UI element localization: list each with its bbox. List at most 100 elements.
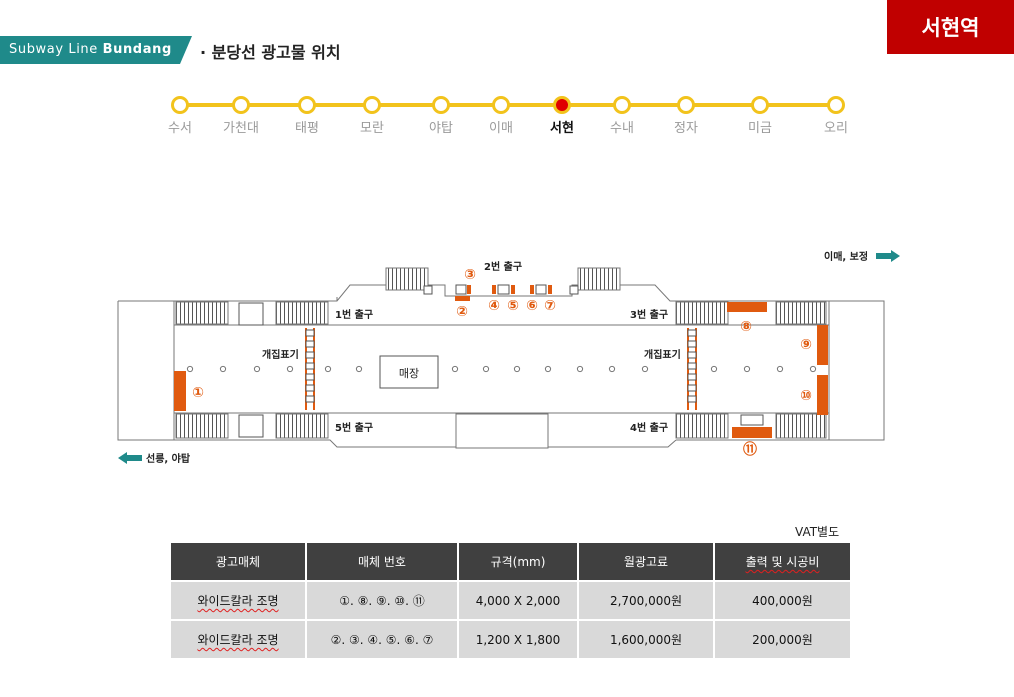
- station-jeongja[interactable]: 정자: [646, 96, 726, 136]
- ad-panel-8[interactable]: [727, 302, 767, 312]
- ad-number-2: ②: [456, 304, 468, 320]
- cell-production-fee: 200,000원: [715, 621, 850, 658]
- direction-right-label: 이매, 보정: [824, 250, 868, 263]
- cell-media: 와이드칼라 조명: [171, 621, 305, 658]
- exit2-kiosk: [455, 284, 467, 295]
- cell-production-fee: 400,000원: [715, 582, 850, 619]
- station-sunae[interactable]: 수내: [582, 96, 662, 136]
- gate-left-label: 개집표기: [262, 348, 299, 361]
- ad-panels: [174, 285, 828, 438]
- station-ori[interactable]: 오리: [796, 96, 876, 136]
- station-label: 야탑: [429, 121, 453, 136]
- line-name: Subway Line Bundang: [9, 42, 172, 57]
- table-header-row: 광고매체 매체 번호 규격(mm) 월광고료 출력 및 시공비: [171, 543, 850, 580]
- station-taepyeong[interactable]: 태평: [267, 96, 347, 136]
- exit4-label: 4번 출구: [630, 421, 668, 434]
- ad-number-1: ①: [192, 385, 204, 401]
- ad-panel-3[interactable]: [467, 285, 471, 294]
- cell-number: ②. ③. ④. ⑤. ⑥. ⑦: [307, 621, 457, 658]
- cell-number: ①. ⑧. ⑨. ⑩. ⑪: [307, 582, 457, 619]
- col-header-number: 매체 번호: [307, 543, 457, 580]
- station-label: 미금: [748, 121, 772, 136]
- station-seohyeon[interactable]: 서현: [522, 96, 602, 136]
- cell-size: 4,000 X 2,000: [459, 582, 577, 619]
- ticket-gates-right: [687, 328, 697, 410]
- ad-panel-7[interactable]: [548, 285, 552, 294]
- ad-number-7: ⑦: [544, 298, 556, 314]
- station-dot: [751, 96, 769, 114]
- stair-blocks: [175, 301, 827, 449]
- ad-number-10: ⑩: [800, 388, 812, 404]
- ad-panel-9[interactable]: [817, 325, 828, 365]
- ad-panel-2[interactable]: [455, 296, 470, 301]
- cell-monthly-fee: 2,700,000원: [579, 582, 713, 619]
- ad-number-9: ⑨: [800, 337, 812, 353]
- station-dot: [613, 96, 631, 114]
- gate-right-label: 개집표기: [644, 348, 681, 361]
- exit2-stairs: [385, 267, 621, 295]
- cell-size: 1,200 X 1,800: [459, 621, 577, 658]
- station-label: 모란: [360, 121, 384, 136]
- station-label: 서현: [550, 121, 574, 136]
- banner-shape: [0, 36, 192, 64]
- station-dot: [298, 96, 316, 114]
- ad-number-5: ⑤: [507, 298, 519, 314]
- station-dot: [363, 96, 381, 114]
- cell-monthly-fee: 1,600,000원: [579, 621, 713, 658]
- station-label: 수서: [168, 121, 192, 136]
- ticket-gates-left: [305, 328, 315, 410]
- ad-number-4: ④: [488, 298, 500, 314]
- exit2-label: 2번 출구: [484, 260, 522, 273]
- station-dot: [677, 96, 695, 114]
- concourse-floor-plan: 매장 ① ② ③ ④ ⑤ ⑥ ⑦ ⑧ ⑨ ⑩ ⑪ 1번 출구 2번 출구 3번 …: [117, 250, 900, 465]
- cell-media: 와이드칼라 조명: [171, 582, 305, 619]
- ad-panel-4[interactable]: [492, 285, 496, 294]
- exit1-label: 1번 출구: [335, 308, 373, 321]
- line-name-banner: Subway Line Bundang: [0, 36, 192, 64]
- exit2-kiosk: [535, 284, 547, 295]
- station-dot: [232, 96, 250, 114]
- ad-number-8: ⑧: [740, 319, 752, 335]
- ad-panel-1[interactable]: [174, 371, 186, 411]
- table-row: 와이드칼라 조명 ②. ③. ④. ⑤. ⑥. ⑦ 1,200 X 1,800 …: [171, 621, 850, 658]
- col-header-monthly-fee: 월광고료: [579, 543, 713, 580]
- col-header-size: 규격(mm): [459, 543, 577, 580]
- ad-number-11: ⑪: [743, 441, 757, 458]
- vat-note: VAT별도: [795, 525, 840, 539]
- station-gachondae[interactable]: 가천대: [201, 96, 281, 136]
- shop-box: [379, 355, 439, 389]
- station-dot: [171, 96, 189, 114]
- table-row: 와이드칼라 조명 ①. ⑧. ⑨. ⑩. ⑪ 4,000 X 2,000 2,7…: [171, 582, 850, 619]
- station-label: 태평: [295, 121, 319, 136]
- exit5-label: 5번 출구: [335, 421, 373, 434]
- station-suseo[interactable]: 수서: [140, 96, 220, 136]
- current-station-dot: [553, 96, 571, 114]
- arrow-right-icon: [876, 250, 900, 262]
- ad-panel-6[interactable]: [530, 285, 534, 294]
- exit2-kiosk: [497, 284, 510, 295]
- ad-panel-10[interactable]: [817, 375, 828, 415]
- station-yatap[interactable]: 야탑: [401, 96, 481, 136]
- station-dot: [492, 96, 510, 114]
- station-label: 정자: [674, 121, 698, 136]
- ad-number-3: ③: [464, 267, 476, 283]
- col-header-media: 광고매체: [171, 543, 305, 580]
- station-label: 수내: [610, 121, 634, 136]
- shop-label: 매장: [399, 367, 419, 380]
- station-dot: [827, 96, 845, 114]
- exit3-label: 3번 출구: [630, 308, 668, 321]
- station-dot: [432, 96, 450, 114]
- arrow-left-icon: [118, 452, 142, 464]
- station-migeum[interactable]: 미금: [720, 96, 800, 136]
- line-strip: 수서 가천대 태평 모란 야탑 이매 서현 수내 정자 미금 오리: [0, 0, 1014, 150]
- ad-number-6: ⑥: [526, 298, 538, 314]
- ad-panel-5[interactable]: [511, 285, 515, 294]
- station-moran[interactable]: 모란: [332, 96, 412, 136]
- col-header-production-fee: 출력 및 시공비: [715, 543, 850, 580]
- page-title: · 분당선 광고물 위치: [200, 43, 341, 62]
- ad-panel-11[interactable]: [732, 427, 772, 438]
- station-label: 가천대: [223, 121, 259, 136]
- direction-left-label: 선릉, 야탑: [146, 452, 191, 465]
- station-imae[interactable]: 이매: [461, 96, 541, 136]
- station-label: 오리: [824, 121, 848, 136]
